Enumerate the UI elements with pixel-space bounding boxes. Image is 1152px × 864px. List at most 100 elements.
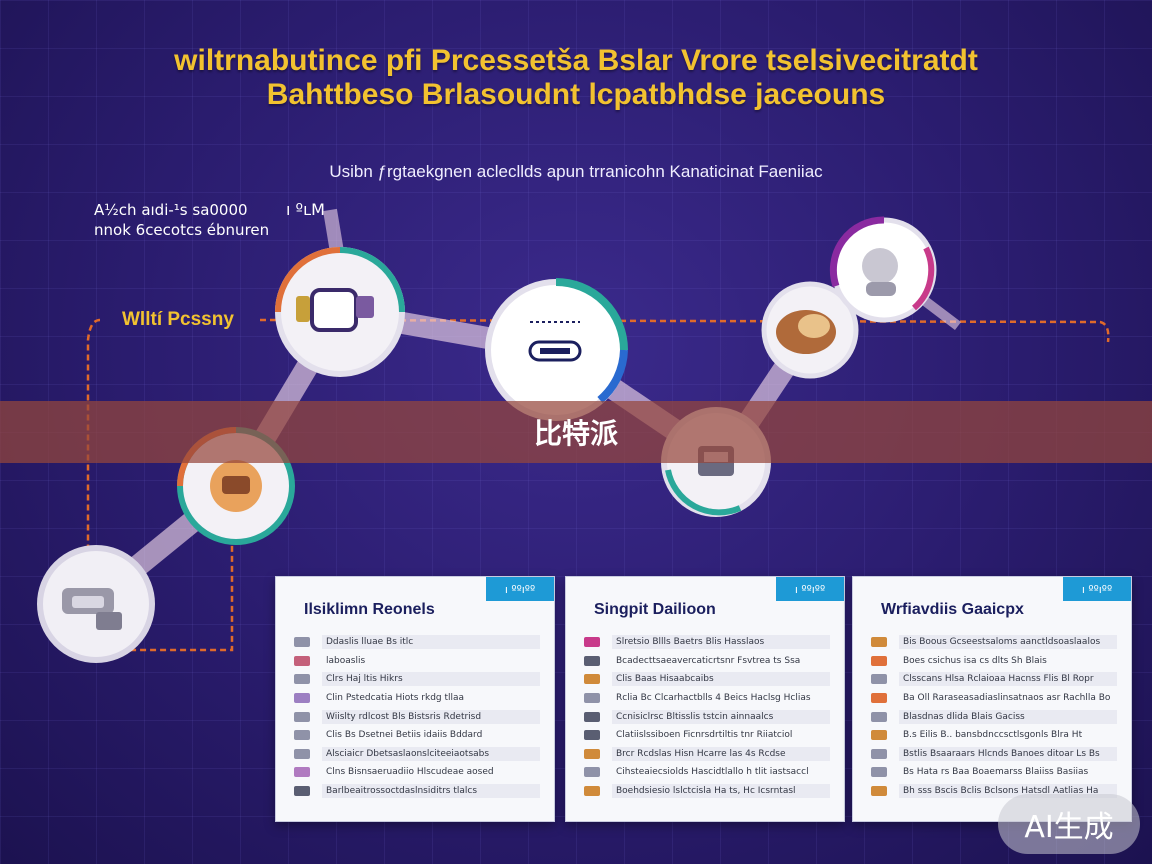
row-marker-icon <box>871 748 887 759</box>
row-text: Ddaslis lluae Bs itlc <box>322 635 540 650</box>
row-text: Clns Bisnsaeruadiio Hlscudeae aosed <box>326 767 494 778</box>
row-marker-icon <box>871 767 887 778</box>
row-marker-icon <box>584 767 600 778</box>
list-item: Brcr Rcdslas Hisn Hcarre las 4s Rcdse <box>584 745 830 764</box>
row-text: Barlbeaitrossoctdaslnsiditrs tlalcs <box>322 784 540 799</box>
row-text: Boes csichus isa cs dlts Sh Blais <box>903 655 1047 666</box>
gauge-icon <box>485 278 628 421</box>
row-marker-icon <box>584 730 600 741</box>
row-text: Bcadecttsaeavercaticrtsnr Fsvtrea ts Ssa <box>616 655 801 666</box>
card-title: Ilsiklimn Reonels <box>304 601 435 618</box>
row-marker-icon <box>584 786 600 797</box>
row-text: laboaslis <box>326 655 366 666</box>
row-marker-icon <box>871 693 887 704</box>
list-item: Ba Oll Raraseasadiaslinsatnaos asr Rachl… <box>871 689 1117 708</box>
info-card-1: ı ººıºº Ilsiklimn Reonels Ddaslis lluae … <box>275 576 555 822</box>
row-text: Clin Pstedcatia Hiots rkdg tllaa <box>326 693 465 704</box>
info-card-3: ı ººıºº Wrfiavdiis Gaaicpx Bis Boous Gcs… <box>852 576 1132 822</box>
list-item: Clsscans Hlsa Rclaioaa Hacnss Flis Bl Ro… <box>871 670 1117 689</box>
row-marker-icon <box>871 786 887 797</box>
row-marker-icon <box>871 674 887 685</box>
list-item: Cihsteaiecsiolds Hascidtlallo h tlit ias… <box>584 763 830 782</box>
list-item: Clrs Haj ltis Hikrs <box>294 670 540 689</box>
list-item: Slretsio Bllls Baetrs Blis Hasslaos <box>584 633 830 652</box>
row-text: Ba Oll Raraseasadiaslinsatnaos asr Rachl… <box>903 693 1111 704</box>
row-marker-icon <box>871 730 887 741</box>
list-item: Barlbeaitrossoctdaslnsiditrs tlalcs <box>294 782 540 801</box>
row-marker-icon <box>294 637 310 648</box>
list-item: Ddaslis lluae Bs itlc <box>294 633 540 652</box>
pill-icon <box>275 247 405 377</box>
list-item: Wiislty rdlcost Bls Bistsris Rdetrisd <box>294 707 540 726</box>
row-marker-icon <box>584 655 600 666</box>
title-banner: 比特派 <box>0 401 1152 463</box>
list-item: Clatiislssiboen Ficnrsdrtiltis tnr Riiat… <box>584 726 830 745</box>
list-item: Clns Bisnsaeruadiio Hlscudeae aosed <box>294 763 540 782</box>
ai-generated-badge: AI生成 <box>998 794 1140 854</box>
row-marker-icon <box>584 711 600 722</box>
row-marker-icon <box>294 655 310 666</box>
card-badge: ı ººıºº <box>776 577 844 601</box>
row-text: Clsscans Hlsa Rclaioaa Hacnss Flis Bl Ro… <box>899 672 1117 687</box>
card-badge: ı ººıºº <box>1063 577 1131 601</box>
row-text: Boehdsiesio lslctcisla Ha ts, Hc Icsrnta… <box>612 784 830 799</box>
row-text: Blasdnas dlida Blais Gaciss <box>899 709 1117 724</box>
row-marker-icon <box>294 693 310 704</box>
side-note-mark: ı ºʟM <box>286 200 325 219</box>
row-marker-icon <box>871 655 887 666</box>
side-note-line-2: nnok 6cecotcs ébnuren <box>94 221 270 239</box>
card-badge: ı ººıºº <box>486 577 554 601</box>
row-marker-icon <box>584 674 600 685</box>
hand-icon <box>37 545 155 663</box>
list-item: Clis Bs Dsetnei Betiis idaiis Bddard <box>294 726 540 745</box>
list-item: Bstlis Bsaaraars Hlcnds Banoes ditoar Ls… <box>871 745 1117 764</box>
row-text: Clis Baas Hisaabcaibs <box>612 672 830 687</box>
list-item: Bis Boous Gcseestsaloms aanctldsoaslaalo… <box>871 633 1117 652</box>
row-text: Clatiislssiboen Ficnrsdrtiltis tnr Riiat… <box>616 730 793 741</box>
list-item: laboaslis <box>294 652 540 671</box>
row-marker-icon <box>871 711 887 722</box>
list-item: Clis Baas Hisaabcaibs <box>584 670 830 689</box>
side-note-line-1: A½ch aıdi-¹s sa0000 <box>94 201 248 219</box>
card-rows: Bis Boous Gcseestsaloms aanctldsoaslaalo… <box>871 633 1117 800</box>
row-text: Rclia Bc Clcarhactblls 4 Beics Haclsg Hc… <box>616 693 811 704</box>
boundary-line-top <box>259 318 1110 343</box>
row-text: Cihsteaiecsiolds Hascidtlallo h tlit ias… <box>616 767 809 778</box>
row-marker-icon <box>584 748 600 759</box>
row-marker-icon <box>294 748 310 759</box>
row-marker-icon <box>584 693 600 704</box>
row-text: Ccnisiclrsc Bltisslis tstcin ainnaalcs <box>612 709 830 724</box>
row-text: Clis Bs Dsetnei Betiis idaiis Bddard <box>326 730 483 741</box>
row-text: Wiislty rdlcost Bls Bistsris Rdetrisd <box>322 709 540 724</box>
row-marker-icon <box>584 637 600 648</box>
list-item: Bcadecttsaeavercaticrtsnr Fsvtrea ts Ssa <box>584 652 830 671</box>
list-item: Boes csichus isa cs dlts Sh Blais <box>871 652 1117 671</box>
row-text: Clrs Haj ltis Hikrs <box>322 672 540 687</box>
row-marker-icon <box>294 674 310 685</box>
list-item: Ccnisiclrsc Bltisslis tstcin ainnaalcs <box>584 707 830 726</box>
list-item: Alsciaicr Dbetsaslaonslciteeiaotsabs <box>294 745 540 764</box>
list-item: Blasdnas dlida Blais Gaciss <box>871 707 1117 726</box>
row-marker-icon <box>294 730 310 741</box>
flow-label: Wlltí Pcssny <box>122 309 234 330</box>
row-marker-icon <box>294 767 310 778</box>
row-text: Bs Hata rs Baa Boaemarss Blaiiss Basiias <box>903 767 1089 778</box>
row-text: Brcr Rcdslas Hisn Hcarre las 4s Rcdse <box>612 746 830 761</box>
list-item: B.s Eilis B.. bansbdnccsctlsgonls Blra H… <box>871 726 1117 745</box>
banner-text: 比特派 <box>533 417 618 450</box>
side-note: A½ch aıdi-¹s sa0000 nnok 6cecotcs ébnure… <box>94 200 269 240</box>
headline-line-1: wiltrnabutince pfi Prcessetša Bslar Vror… <box>174 44 978 77</box>
list-item: Clin Pstedcatia Hiots rkdg tllaa <box>294 689 540 708</box>
card-title: Wrfiavdiis Gaaicpx <box>881 601 1024 618</box>
row-text: Bis Boous Gcseestsaloms aanctldsoaslaalo… <box>899 635 1117 650</box>
row-marker-icon <box>294 786 310 797</box>
row-text: Alsciaicr Dbetsaslaonslciteeiaotsabs <box>322 746 540 761</box>
list-item: Boehdsiesio lslctcisla Ha ts, Hc Icsrnta… <box>584 782 830 801</box>
info-card-2: ı ººıºº Singpit Dailioon Slretsio Bllls … <box>565 576 845 822</box>
headline-line-2: Bahttbeso Brlasoudnt lcpatbhdse jaceouns <box>266 78 886 111</box>
list-item: Bs Hata rs Baa Boaemarss Blaiiss Basiias <box>871 763 1117 782</box>
row-text: Slretsio Bllls Baetrs Blis Hasslaos <box>612 635 830 650</box>
subtitle: Usibn ƒrgtaekgnen aclecllds apun trranic… <box>329 162 823 181</box>
